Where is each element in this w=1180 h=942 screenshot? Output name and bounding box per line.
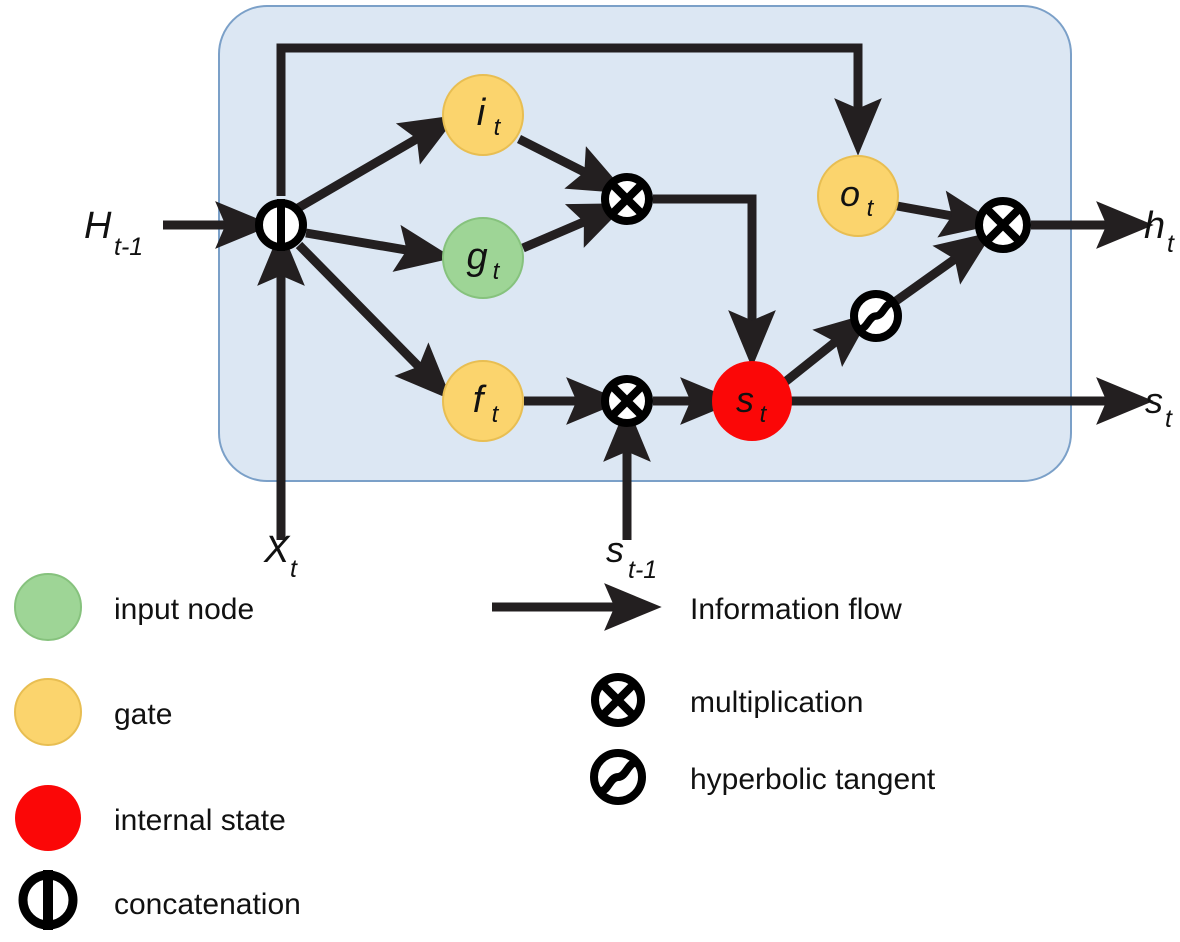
- io-label-s-sub: t: [1165, 405, 1173, 433]
- io-label-s: s t: [1145, 380, 1173, 433]
- io-label-s-prev-sub: t-1: [628, 556, 657, 584]
- edge-concat-to-i: [295, 115, 458, 212]
- legend-multiplication-label: multiplication: [690, 686, 863, 719]
- io-label-s-prev: s t-1: [606, 529, 657, 584]
- legend-internal-state: internal state: [15, 785, 286, 851]
- internal-state-sublabel: t: [760, 401, 768, 428]
- internal-state-label: s: [736, 379, 754, 420]
- edge-g-to-mul: [521, 203, 628, 253]
- output-gate-label: o: [840, 173, 860, 214]
- legend-information-flow-label: Information flow: [690, 593, 902, 626]
- input-gate-sublabel: t: [494, 114, 502, 141]
- edge-concat-to-o: [276, 43, 882, 196]
- multiplication-fs: [601, 375, 653, 427]
- legend-gate: gate: [14, 678, 172, 746]
- legend-input-node-label: input node: [114, 593, 254, 626]
- io-label-h-base: h: [1144, 205, 1165, 247]
- input-gate-label: i: [477, 92, 487, 134]
- hyperbolic-tangent-icon: [590, 749, 646, 805]
- legend-hyperbolic-tangent-label: hyperbolic tangent: [690, 763, 936, 796]
- forget-gate-node: f t: [442, 360, 524, 442]
- io-label-h-prev-sub: t-1: [114, 233, 143, 261]
- io-label-h-prev: H t-1: [84, 205, 143, 261]
- legend-gate-label: gate: [114, 698, 172, 731]
- edge-mul-ig-to-s: [653, 194, 776, 368]
- legend-information-flow: Information flow: [492, 583, 902, 631]
- forget-gate-label: f: [473, 379, 487, 421]
- io-label-h: h t: [1144, 205, 1175, 258]
- io-label-h-sub: t: [1167, 230, 1175, 258]
- input-node-sublabel: t: [493, 258, 501, 285]
- multiplication-icon: [591, 673, 645, 727]
- legend-gate-swatch: [14, 678, 82, 746]
- legend-left: input node gate internal state concatena…: [14, 573, 301, 930]
- internal-state-node: s t: [712, 361, 792, 441]
- legend-concatenation: concatenation: [18, 870, 301, 930]
- connections: [163, 43, 1154, 540]
- multiplication-out: [975, 197, 1031, 253]
- input-gate-node: i t: [442, 74, 524, 156]
- concatenation-icon: [18, 870, 78, 930]
- concatenation-node: [255, 199, 307, 251]
- edge-s-to-tanh: [782, 312, 873, 386]
- hyperbolic-tangent-node: [850, 290, 902, 342]
- io-label-s-base: s: [1145, 380, 1163, 421]
- output-gate-node: o t: [817, 155, 899, 237]
- legend-multiplication: multiplication: [591, 673, 863, 727]
- edge-tanh-to-mul-out: [893, 231, 994, 305]
- io-label-s-prev-base: s: [606, 529, 624, 570]
- io-label-x-sub: t: [290, 555, 298, 583]
- io-label-x-base: X: [263, 529, 291, 571]
- legend-concatenation-label: concatenation: [114, 888, 301, 921]
- legend-hyperbolic-tangent: hyperbolic tangent: [590, 749, 936, 805]
- edge-concat-to-g: [305, 224, 454, 272]
- legend-right: Information flow multiplication hyperbol…: [492, 583, 936, 805]
- edge-o-to-mul-out: [896, 190, 999, 238]
- legend-internal-state-swatch: [15, 785, 81, 851]
- input-node: g t: [442, 217, 524, 299]
- io-label-h-prev-base: H: [84, 205, 112, 247]
- legend-input-node: input node: [14, 573, 254, 641]
- multiplication-ig: [601, 173, 653, 225]
- forget-gate-sublabel: t: [492, 401, 500, 428]
- io-label-x: X t: [263, 529, 298, 583]
- output-gate-sublabel: t: [867, 195, 875, 222]
- legend-input-node-swatch: [14, 573, 82, 641]
- legend-internal-state-label: internal state: [114, 804, 286, 837]
- edge-i-to-mul: [516, 134, 627, 194]
- input-node-label: g: [466, 236, 487, 278]
- edge-concat-to-f: [295, 241, 452, 401]
